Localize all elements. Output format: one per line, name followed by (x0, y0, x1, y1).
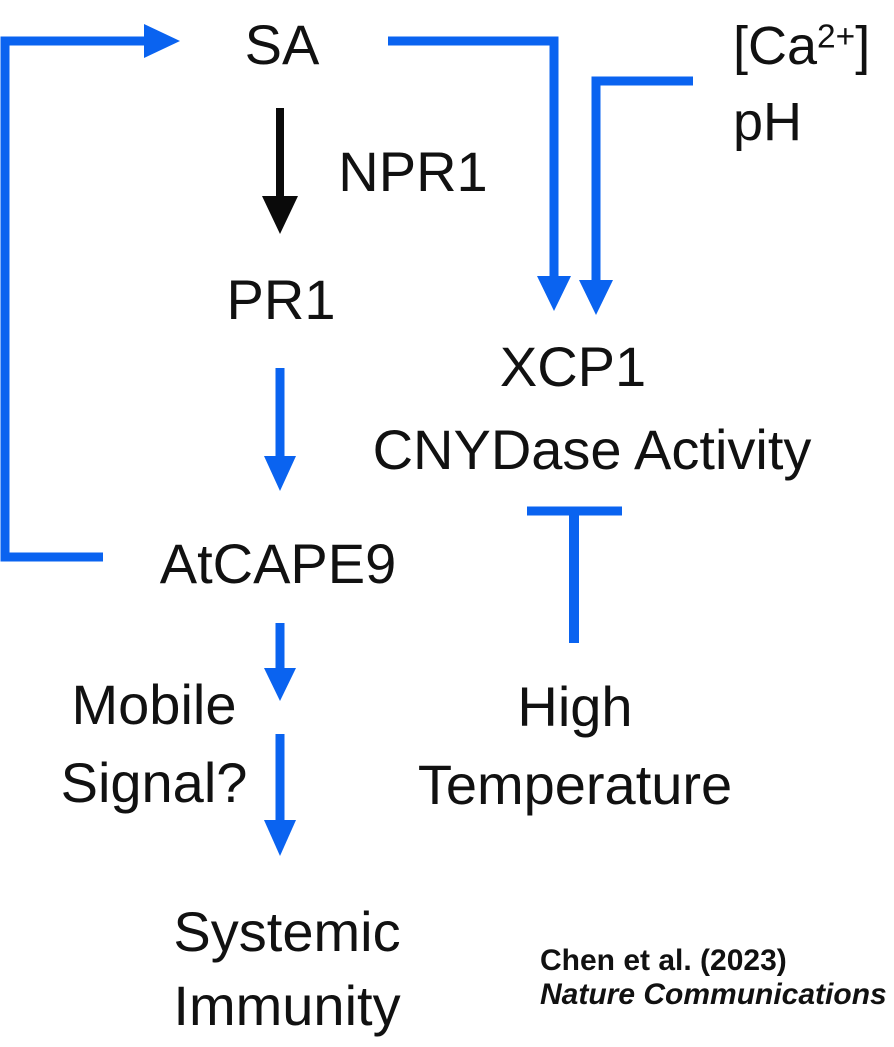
arrow-atcape9-to-mobile-signal (264, 623, 296, 701)
arrow-ca-ph-to-xcp1 (579, 76, 693, 315)
inhibitor-high-temp-to-cnydase (527, 506, 622, 643)
xcp1-node-label: XCP1 (499, 335, 647, 398)
mobile-signal-line1: Mobile (71, 673, 237, 736)
atcape9-node-label: AtCAPE9 (159, 532, 397, 595)
ca-ph-node-label: [Ca2+] pH (733, 8, 870, 160)
mobile-signal-node-label: Mobile Signal? (61, 666, 248, 822)
arrow-sa-to-pr1 (262, 108, 298, 234)
sa-node-label: SA (244, 13, 320, 76)
calcium-superscript: 2+ (817, 18, 856, 56)
arrow-pr1-to-atcape9 (264, 368, 296, 491)
calcium-close: ] (855, 16, 871, 76)
npr1-node-label: NPR1 (338, 140, 488, 203)
ph-line: pH (733, 92, 803, 152)
calcium-line: [Ca2+] (733, 8, 870, 84)
citation: Chen et al. (2023) Nature Communications (540, 944, 887, 1012)
systemic-immunity-line1: Systemic (173, 900, 401, 963)
systemic-immunity-node-label: Systemic Immunity (173, 895, 400, 1043)
high-temperature-node-label: High Temperature (418, 668, 732, 824)
arrow-sa-to-xcp1 (388, 36, 571, 311)
mobile-signal-line2: Signal? (60, 751, 248, 814)
systemic-immunity-line2: Immunity (173, 974, 401, 1037)
arrow-feedback-atcape9-to-sa (0, 24, 180, 562)
cnydase-activity-label: CNYDase Activity (372, 418, 812, 481)
calcium-open: [Ca (733, 16, 818, 76)
citation-authors: Chen et al. (2023) (540, 944, 787, 977)
high-temperature-line2: Temperature (417, 753, 733, 816)
pr1-node-label: PR1 (226, 268, 336, 331)
high-temperature-line1: High (517, 675, 633, 738)
citation-journal: Nature Communications (540, 978, 887, 1011)
arrow-mobile-signal-to-systemic-immunity (264, 734, 296, 856)
